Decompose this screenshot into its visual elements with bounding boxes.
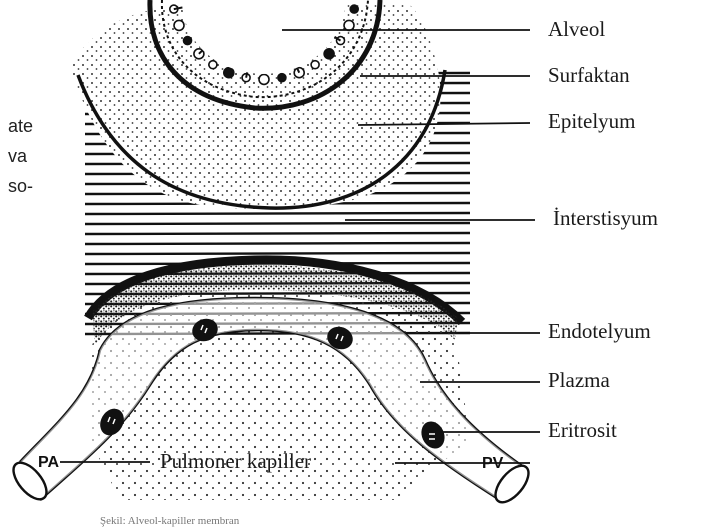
interstitium-line [85,253,470,254]
label-pulmoner-kapiller: Pulmoner kapiller [160,449,311,473]
interstitium-line [85,243,470,244]
interstitium-line [85,233,470,234]
alveolar-cell-nucleus [184,37,192,45]
alveolar-cell-nucleus [350,5,358,13]
alveolar-cell-nucleus [311,61,319,69]
interstitium-line [85,223,470,224]
interstitium-line [85,213,470,214]
side-text-line-2: va [8,146,28,166]
side-text-line-1: ate [8,116,33,136]
pa-label: PA [38,454,59,471]
label-epitelyum: Epitelyum [548,109,636,133]
label-plazma: Plazma [548,368,610,392]
label-eritrosit: Eritrosit [548,418,617,442]
alveolar-cell-nucleus [174,20,184,30]
label-endotelyum: Endotelyum [548,319,651,343]
alveolar-cell-nucleus [209,61,217,69]
alveolar-cell-nucleus [344,20,354,30]
caption-fragment: Şekil: Alveol-kapiller membran [100,515,240,527]
alveolar-cell-nucleus [224,68,234,78]
label-surfaktan: Surfaktan [548,63,630,87]
alveolar-cell-nucleus [278,74,286,82]
label-alveol: Alveol [548,17,605,41]
side-text-line-3: so- [8,176,33,196]
alveolar-cell-nucleus [324,49,334,59]
label-interstisyum: İnterstisyum [553,206,658,230]
pv-label: PV [482,455,504,472]
alveolar-cell-nucleus [259,74,269,84]
